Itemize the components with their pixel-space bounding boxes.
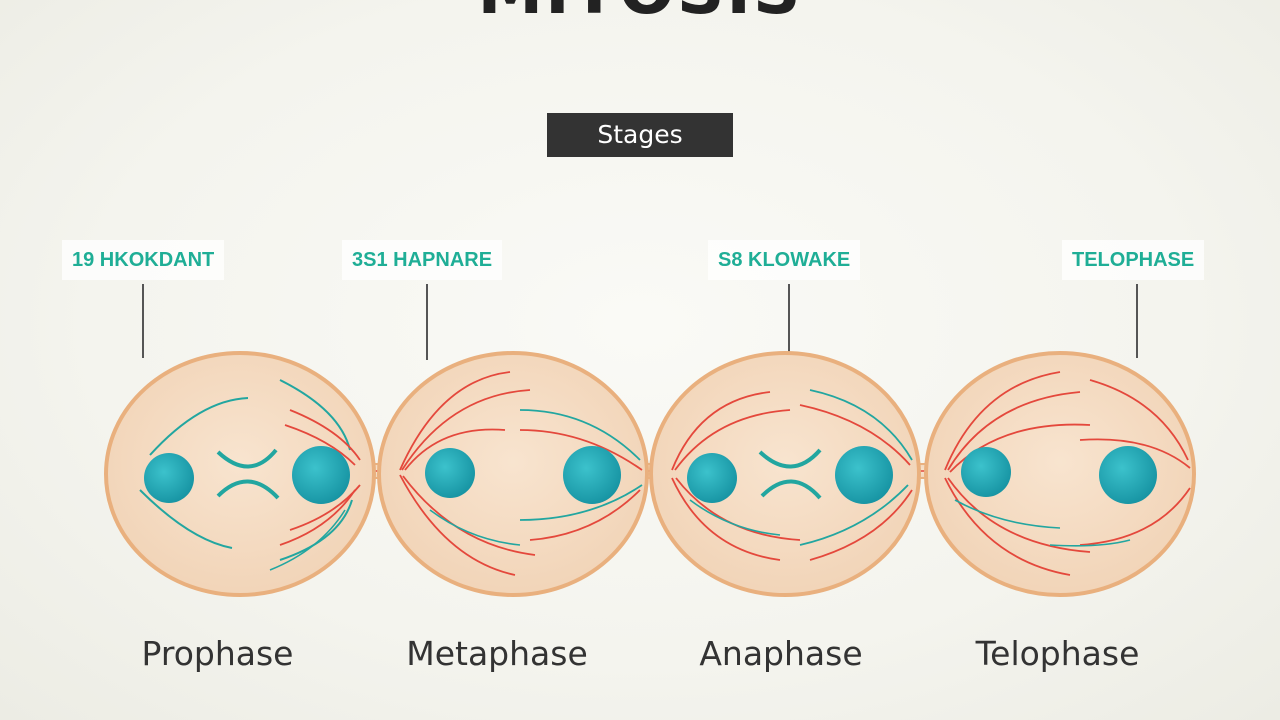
chromosome-icon (758, 448, 822, 469)
nucleus-icon (835, 446, 893, 504)
leader-line-prophase (142, 284, 144, 358)
stage-label-metaphase: Metaphase (406, 634, 588, 673)
stage-label-anaphase: Anaphase (699, 634, 863, 673)
diagram-title: MITOSIS (0, 0, 1280, 24)
nucleus-icon (425, 448, 475, 498)
nucleus-icon (961, 447, 1011, 497)
cell-metaphase (377, 351, 649, 597)
stage-label-telophase: Telophase (975, 634, 1140, 673)
nucleus-icon (292, 446, 350, 504)
leader-line-telophase (1136, 284, 1138, 358)
leader-line-metaphase (426, 284, 428, 360)
chromosome-icon (216, 479, 280, 500)
cell-prophase (104, 351, 376, 597)
callout-telophase: TELOPHASE (1062, 240, 1205, 280)
callout-prophase: 19 HKOKDANT (62, 240, 225, 280)
cell-anaphase (649, 351, 921, 597)
chromosome-icon (216, 448, 278, 469)
nucleus-icon (687, 453, 737, 503)
chromosome-icon (760, 479, 822, 500)
stage-label-prophase: Prophase (141, 634, 294, 673)
nucleus-icon (144, 453, 194, 503)
callout-anaphase: S8 KLOWAKE (708, 240, 861, 280)
stages-badge: Stages (547, 113, 733, 157)
leader-line-anaphase (788, 284, 790, 356)
nucleus-icon (563, 446, 621, 504)
cell-telophase (924, 351, 1196, 597)
nucleus-icon (1099, 446, 1157, 504)
callout-metaphase: 3S1 HAPNARE (342, 240, 503, 280)
